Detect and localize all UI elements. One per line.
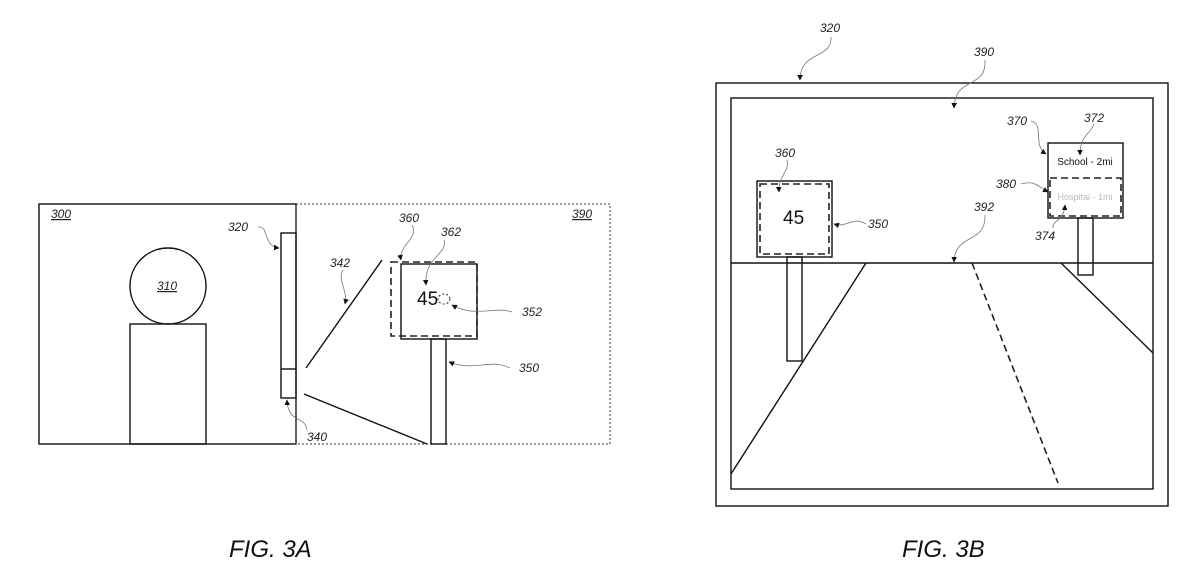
sign-content-marker <box>437 293 451 305</box>
label-350: 350 <box>519 361 539 375</box>
label-374: 374 <box>1035 229 1055 243</box>
info-sign-line-2-obscured: Hospital - 1mi <box>1057 192 1112 202</box>
label-310: 310 <box>157 279 177 293</box>
info-sign-line-1: School - 2mi <box>1057 157 1113 168</box>
caption-fig-3b: FIG. 3B <box>902 536 985 563</box>
leader-370 <box>1030 120 1047 155</box>
overlay-box-360 <box>390 261 478 337</box>
label-340: 340 <box>307 430 327 444</box>
label-320-b: 320 <box>820 21 840 35</box>
overlay-box-360-b <box>759 183 830 255</box>
lane-divider <box>971 262 1059 484</box>
leader-350 <box>448 361 511 369</box>
label-390-b: 390 <box>974 45 994 59</box>
leader-372 <box>1077 123 1095 156</box>
leader-350-b <box>833 220 867 229</box>
label-360: 360 <box>399 211 419 225</box>
label-320: 320 <box>228 220 248 234</box>
upper-view-line <box>305 259 383 369</box>
road-right-edge <box>1060 262 1154 354</box>
label-372: 372 <box>1084 111 1104 125</box>
label-342: 342 <box>330 256 350 270</box>
figure-3a: 300 310 320 340 390 342 45 360 362 352 <box>38 203 611 563</box>
display-panel <box>280 232 297 399</box>
scene-box <box>295 203 611 445</box>
road-left-edge <box>730 262 867 475</box>
caption-fig-3a: FIG. 3A <box>229 536 312 563</box>
leader-392 <box>951 214 986 263</box>
label-300: 300 <box>51 207 71 221</box>
label-350-b: 350 <box>868 217 888 231</box>
speed-sign-text: 45 <box>417 289 438 310</box>
speed-sign <box>400 263 478 340</box>
label-392: 392 <box>974 200 994 214</box>
sign-post-b <box>786 256 803 362</box>
label-362: 362 <box>441 225 461 239</box>
leader-342 <box>340 269 349 305</box>
leader-362 <box>422 239 445 286</box>
label-370: 370 <box>1007 114 1027 128</box>
leader-320-b <box>797 36 832 81</box>
leader-360 <box>397 224 415 261</box>
leader-320 <box>257 226 280 251</box>
label-380: 380 <box>996 177 1016 191</box>
display-inner-frame <box>730 97 1154 490</box>
leader-390-b <box>951 59 986 109</box>
figure-3b: 320 390 392 45 360 350 School - 2mi Hosp… <box>715 21 1169 563</box>
leader-374 <box>1052 204 1068 229</box>
leader-352 <box>451 304 513 313</box>
display-outer-frame <box>715 82 1169 507</box>
speed-sign-text-b: 45 <box>783 208 804 229</box>
label-390: 390 <box>572 207 592 221</box>
occupant-body <box>129 323 207 445</box>
lower-view-line <box>303 393 428 445</box>
obscured-box-380 <box>1049 177 1122 217</box>
info-sign-post <box>1077 217 1094 276</box>
label-352: 352 <box>522 305 542 319</box>
label-360-b: 360 <box>775 146 795 160</box>
leader-360-b <box>775 159 788 193</box>
leader-340 <box>284 399 308 431</box>
sign-post <box>430 338 447 445</box>
info-sign <box>1047 142 1124 219</box>
leader-380 <box>1020 182 1049 193</box>
